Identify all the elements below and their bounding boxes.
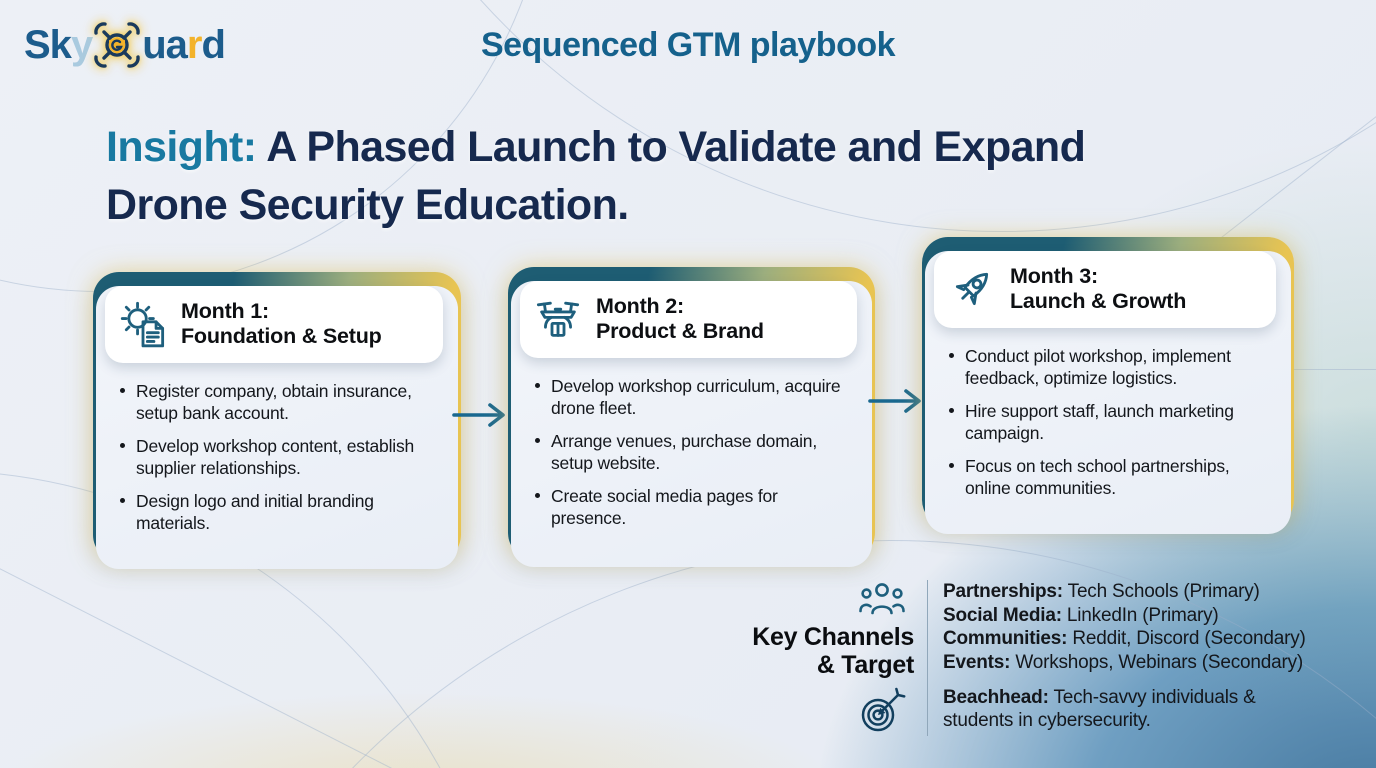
card-title-line: Product & Brand [596,319,764,344]
insight-heading-highlight: Insight: [106,123,257,171]
bullet-dot [535,437,540,443]
insight-heading-line2: Drone Security Education. [106,181,629,230]
insight-heading: Insight: A Phased Launch to Validate and… [106,118,1321,235]
channel-line: Events: Workshops, Webinars (Secondary) [943,651,1304,673]
gear-document-icon [119,300,167,348]
bullet-text: Focus on tech school partnerships, onlin… [965,455,1230,498]
month-3-header: Month 3: Launch & Growth [934,251,1276,328]
drone-shield-icon [90,18,144,72]
logo-text: ua [142,22,188,67]
bullet-item: Hire support staff, launch marketing cam… [949,400,1271,444]
bullet-dot [949,352,954,358]
target-dart-icon [856,686,906,736]
month-1-title: Month 1: Foundation & Setup [181,299,382,350]
logo-text: d [201,22,225,67]
bullet-text: Hire support staff, launch marketing cam… [965,400,1234,443]
bullet-dot [949,462,954,468]
month-2-header: Month 2: Product & Brand [520,281,857,358]
month-1-card: Month 1: Foundation & Setup Register com… [93,272,461,569]
key-channels-section: Key Channels & Target [742,580,1363,736]
card-title-line: Month 3: [1010,264,1098,288]
bullet-item: Develop workshop content, establish supp… [120,435,438,479]
key-channels-label-column: Key Channels & Target [742,580,914,736]
beachhead-line: Beachhead: Tech-savvy individuals & stud… [943,686,1256,732]
bullet-item: Develop workshop curriculum, acquire dro… [535,375,852,419]
people-group-icon [858,580,906,624]
bullet-text: Create social media pages for presence. [551,485,778,528]
flow-arrow-2 [868,389,921,413]
bullet-item: Conduct pilot workshop, implement feedba… [949,345,1271,389]
bullet-dot [120,387,125,393]
month-1-header: Month 1: Foundation & Setup [105,286,443,363]
channel-line: Partnerships: Tech Schools (Primary) [943,581,1260,602]
bullet-text: Develop workshop curriculum, acquire dro… [551,375,841,418]
month-1-bullets: Register company, obtain insurance, setu… [96,380,458,534]
card-title-line: Launch & Growth [1010,289,1187,314]
channel-line: Social Media: LinkedIn (Primary) [943,604,1219,626]
card-title-line: Month 1: [181,299,269,323]
card-title-line: Foundation & Setup [181,324,382,349]
page-title: Sequenced GTM playbook [480,26,896,64]
logo-text: r [186,22,203,67]
channel-line: Communities: Reddit, Discord (Secondary) [943,628,1306,650]
key-channels-list: Partnerships: Tech Schools (Primary) Soc… [928,580,1363,736]
bullet-dot [120,442,125,448]
vertical-divider [927,580,928,736]
bullet-text: Arrange venues, purchase domain, setup w… [551,430,817,473]
bullet-text: Design logo and initial branding materia… [136,490,374,533]
bullet-dot [535,382,540,388]
insight-heading-line1: A Phased Launch to Validate and Expand [256,123,1086,171]
key-channels-label: Key Channels & Target [752,623,914,679]
card-title-line: Month 2: [596,294,684,318]
bullet-text: Conduct pilot workshop, implement feedba… [965,345,1231,388]
bullet-dot [120,497,125,503]
bullet-text: Register company, obtain insurance, setu… [136,380,412,423]
bullet-item: Arrange venues, purchase domain, setup w… [535,430,852,474]
decorative-line [0,542,412,768]
month-3-card: Month 3: Launch & Growth Conduct pilot w… [922,237,1294,534]
rocket-icon [948,265,996,313]
drone-icon [534,295,582,343]
bullet-item: Register company, obtain insurance, setu… [120,380,438,424]
bullet-item: Create social media pages for presence. [535,485,852,529]
month-3-title: Month 3: Launch & Growth [1010,264,1186,315]
bullet-item: Focus on tech school partnerships, onlin… [949,455,1271,499]
logo-text: y [70,22,93,67]
month-2-bullets: Develop workshop curriculum, acquire dro… [511,375,872,529]
month-2-title: Month 2: Product & Brand [596,294,764,345]
logo-text: Sk [24,22,72,67]
month-3-bullets: Conduct pilot workshop, implement feedba… [925,345,1291,499]
bullet-text: Develop workshop content, establish supp… [136,435,415,478]
month-2-card: Month 2: Product & Brand Develop worksho… [508,267,875,567]
bullet-item: Design logo and initial branding materia… [120,490,438,534]
flow-arrow-1 [452,403,505,427]
bullet-dot [949,407,954,413]
bullet-dot [535,492,540,498]
